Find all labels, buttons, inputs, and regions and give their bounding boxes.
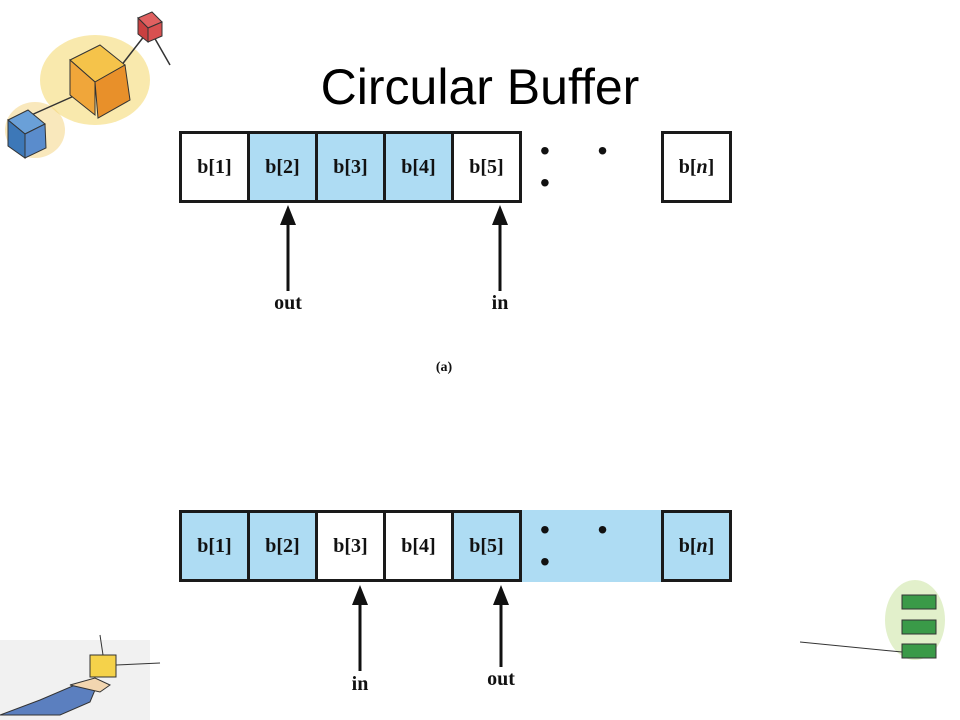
buffer-b: b[1] b[2] b[3] b[4] b[5] • • • b[n] — [179, 510, 732, 582]
last-cell-index: n — [696, 534, 708, 557]
buffer-a: b[1] b[2] b[3] b[4] b[5] • • • b[n] — [179, 131, 732, 203]
last-cell-index: n — [696, 155, 708, 178]
buffer-b-ellipsis: • • • — [522, 510, 664, 582]
buffer-a-cell: b[1] — [179, 131, 250, 203]
in-pointer-arrow-b — [352, 585, 368, 671]
buffer-a-cell: b[2] — [247, 131, 318, 203]
out-pointer-label-b: out — [487, 668, 515, 690]
in-pointer-arrow-a — [492, 205, 508, 291]
buffer-a-last-cell: b[n] — [661, 131, 732, 203]
stacked-boxes-bottom-right — [800, 580, 945, 660]
buffer-a-cell: b[5] — [451, 131, 522, 203]
hand-holding-cube-bottom-left — [0, 634, 161, 720]
in-pointer-label-b: in — [351, 673, 369, 695]
buffer-b-cell: b[3] — [315, 510, 386, 582]
out-pointer-arrow-b — [493, 585, 509, 667]
buffer-b-cell: b[1] — [179, 510, 250, 582]
buffer-b-cell: b[4] — [383, 510, 454, 582]
buffer-b-cell: b[2] — [247, 510, 318, 582]
buffer-a-ellipsis: • • • — [540, 135, 628, 198]
buffer-b-cell: b[5] — [451, 510, 522, 582]
out-pointer-arrow-a — [280, 205, 296, 291]
page-title: Circular Buffer — [320, 59, 640, 115]
buffer-b-last-cell: b[n] — [661, 510, 732, 582]
diagram-caption-a: (a) — [435, 360, 453, 375]
last-cell-prefix: b[ — [678, 155, 697, 178]
last-cell-suffix: ] — [707, 155, 715, 178]
buffer-a-cell: b[4] — [383, 131, 454, 203]
in-pointer-label-a: in — [491, 292, 509, 314]
out-pointer-label-a: out — [274, 292, 302, 314]
buffer-a-cell: b[3] — [315, 131, 386, 203]
cube-drawing-top-left — [5, 11, 171, 159]
last-cell-prefix: b[ — [678, 534, 697, 557]
last-cell-suffix: ] — [707, 534, 715, 557]
